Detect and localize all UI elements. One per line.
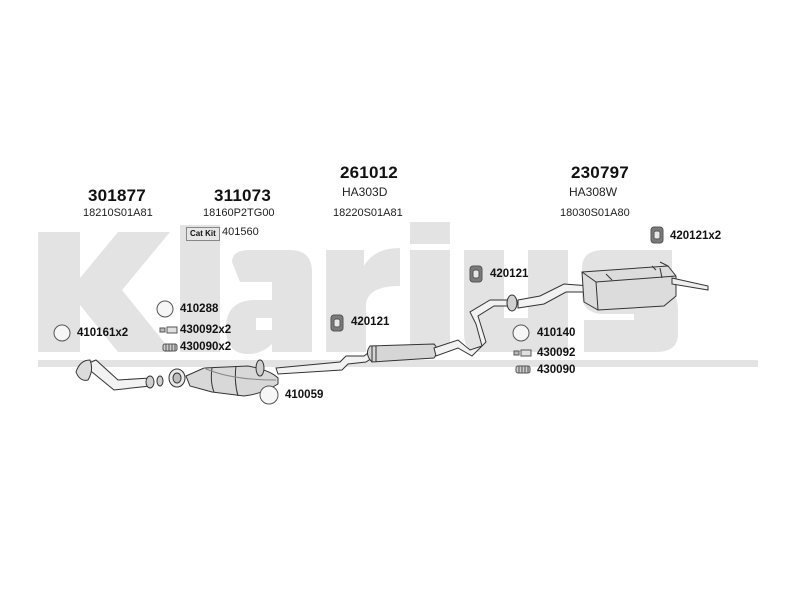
catalytic-converter	[185, 365, 279, 397]
rubber-mount-icon	[469, 265, 483, 283]
cat-kit-badge: Cat Kit	[186, 227, 220, 241]
fitting-label-410140: 410140	[537, 327, 576, 339]
fitting-label-430090: 430090	[537, 364, 576, 376]
part-number-front-pipe: 301877	[88, 186, 146, 205]
fitting-label-430090x2: 430090x2	[180, 341, 232, 353]
spring-icon	[162, 343, 178, 352]
sub-code-centre-silencer: HA303D	[342, 185, 388, 199]
oem-code-rear-silencer: 18030S01A80	[560, 207, 630, 219]
fitting-label-410059: 410059	[285, 389, 324, 401]
rear-silencer	[581, 265, 677, 311]
fitting-label-430092x2: 430092x2	[180, 324, 232, 336]
flange	[168, 368, 186, 388]
oem-code-catalyst: 18160P2TG00	[203, 207, 275, 219]
tail-pipe	[651, 261, 709, 291]
sub-code-rear-silencer: HA308W	[569, 185, 618, 199]
ring-icon	[156, 300, 174, 318]
cat-kit-code: 401560	[222, 226, 259, 238]
bolt-icon	[513, 349, 532, 357]
intermediate-pipe	[275, 349, 373, 375]
oem-code-front-pipe: 18210S01A81	[83, 207, 153, 219]
rear-inlet-pipe	[517, 283, 591, 309]
rubber-mount-icon	[650, 226, 664, 244]
bolt-icon	[159, 326, 178, 334]
rubber-mount-icon	[330, 314, 344, 332]
fitting-label-420121-rear: 420121	[490, 268, 529, 280]
part-number-centre-silencer: 261012	[340, 163, 398, 182]
middle-pipe	[433, 294, 518, 357]
ring-icon	[259, 385, 279, 405]
fitting-label-430092: 430092	[537, 347, 576, 359]
part-number-rear-silencer: 230797	[571, 163, 629, 182]
ring-icon	[53, 324, 71, 342]
fitting-label-420121x2: 420121x2	[670, 230, 722, 242]
ring-icon	[512, 324, 530, 342]
fitting-label-420121-centre: 420121	[351, 316, 390, 328]
front-pipe	[75, 359, 164, 391]
centre-silencer	[366, 343, 438, 363]
fitting-label-410161x2: 410161x2	[77, 327, 129, 339]
part-number-catalyst: 311073	[214, 186, 271, 205]
fitting-label-410288: 410288	[180, 303, 219, 315]
oem-code-centre-silencer: 18220S01A81	[333, 207, 403, 219]
gasket	[255, 359, 265, 377]
spring-icon	[515, 365, 531, 374]
